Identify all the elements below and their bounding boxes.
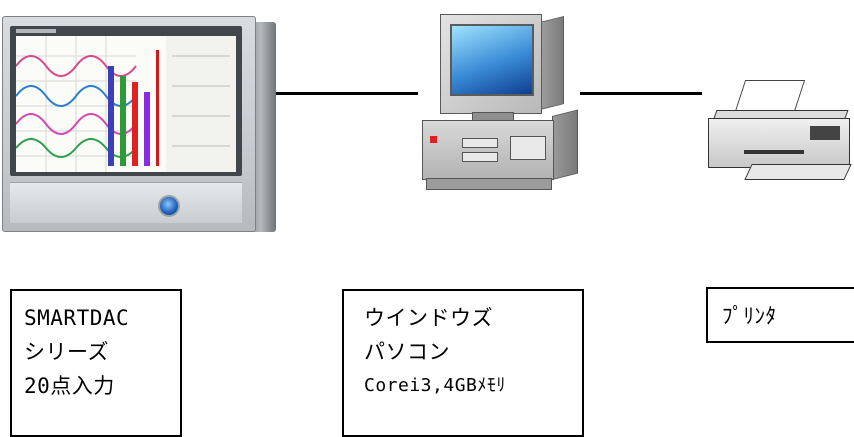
pc-label-line-1: ウインドウズ [364, 306, 493, 330]
pc-label-line-3: Corei3,4GBﾒﾓﾘ [364, 375, 506, 396]
pc-device-icon [418, 12, 578, 212]
pc-screen [450, 24, 534, 96]
printer-label-box: ﾌﾟﾘﾝﾀ [706, 287, 854, 343]
printer-label-line-1: ﾌﾟﾘﾝﾀ [722, 304, 777, 328]
recorder-label-box: SMARTDAC シリーズ 20点入力 [10, 289, 182, 437]
recorder-screen [16, 36, 236, 172]
recorder-label-line-2: シリーズ [24, 340, 109, 364]
recorder-label-line-1: SMARTDAC [24, 306, 130, 330]
recorder-knob-icon [158, 195, 180, 217]
pc-label-box: ウインドウズ パソコン Corei3,4GBﾒﾓﾘ [342, 289, 584, 437]
printer-device-icon [700, 80, 854, 190]
recorder-label-line-3: 20点入力 [24, 374, 115, 398]
connector-pc-printer [580, 92, 702, 95]
connector-recorder-pc [276, 92, 418, 95]
pc-label-line-2: パソコン [364, 340, 450, 364]
recorder-device-icon [0, 12, 276, 232]
trend-graph-icon [16, 36, 236, 172]
